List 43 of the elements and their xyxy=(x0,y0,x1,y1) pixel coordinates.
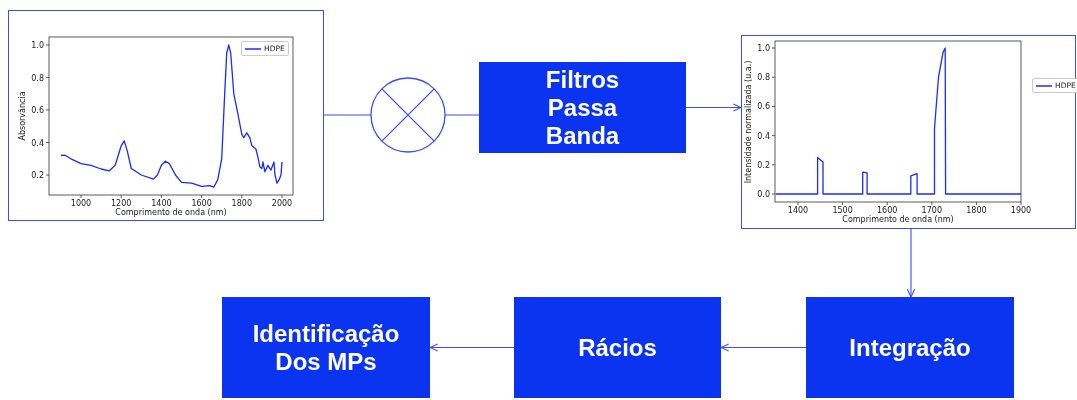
tick-label: 0.8 xyxy=(757,72,770,82)
tick-label: 0.0 xyxy=(757,189,770,199)
tick-label: 1000 xyxy=(70,199,92,208)
tick-label: 1900 xyxy=(1010,206,1032,215)
tick-label: 0.4 xyxy=(757,131,770,141)
process-label: Filtros Passa Banda xyxy=(544,65,621,150)
spectrum-chart xyxy=(741,35,1076,229)
tick-label: 1600 xyxy=(191,199,212,208)
multiplier-circle xyxy=(370,77,446,153)
tick-label: 1400 xyxy=(151,199,172,208)
process-label: Identificação Dos MPs xyxy=(251,319,401,376)
spectrum-chart xyxy=(8,10,324,221)
arrow xyxy=(720,343,807,352)
connector-line xyxy=(323,114,372,116)
tick-label: 0.4 xyxy=(31,138,44,147)
process-box xyxy=(806,297,1014,398)
axis-title: Comprimento de onda (nm) xyxy=(115,208,227,217)
process-box xyxy=(479,62,686,153)
process-label: Integração xyxy=(849,333,971,362)
tick-label: 0.6 xyxy=(31,105,44,115)
arrow xyxy=(429,343,515,352)
tick-label: 1500 xyxy=(832,206,853,215)
tick-label: 0.6 xyxy=(757,101,770,111)
process-box xyxy=(222,297,430,398)
tick-label: 0.2 xyxy=(757,160,770,170)
tick-label: 0.2 xyxy=(31,170,44,180)
axis-title: Absorvância xyxy=(17,91,27,141)
tick-label: 1800 xyxy=(231,199,252,208)
tick-label: 1700 xyxy=(921,206,942,215)
axis-title: Comprimento de onda (nm) xyxy=(842,215,954,224)
arrow xyxy=(906,228,916,298)
tick-label: 1400 xyxy=(787,206,809,215)
process-label: Rácios xyxy=(578,333,657,362)
tick-label: 1.0 xyxy=(757,43,770,53)
tick-label: 2000 xyxy=(271,199,293,208)
process-box xyxy=(514,297,721,398)
tick-label: 1.0 xyxy=(31,40,44,50)
arrow xyxy=(685,103,742,112)
axis-title: Intensidade normalizada (u.a.) xyxy=(743,60,753,183)
tick-label: 1600 xyxy=(877,206,898,215)
tick-label: 1800 xyxy=(966,206,987,215)
tick-label: 1200 xyxy=(111,199,132,208)
tick-label: 0.8 xyxy=(31,73,44,82)
